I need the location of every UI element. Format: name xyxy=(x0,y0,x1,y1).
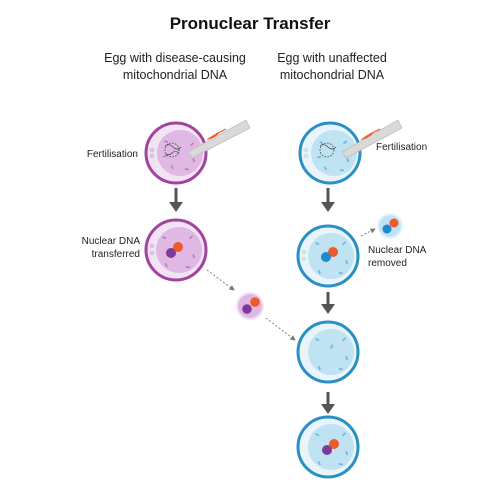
label-fertilisation-right: Fertilisation xyxy=(376,142,428,153)
reconstructed-egg xyxy=(296,415,360,479)
dotted-arrow-icon xyxy=(206,269,235,291)
removed-pronuclei xyxy=(377,213,403,239)
label-fertilisation-left: Fertilisation xyxy=(86,149,138,160)
pronucleus-female xyxy=(322,445,332,455)
arrow-down-icon xyxy=(169,188,183,212)
left-heading-line-1: Egg with disease-causing xyxy=(104,51,246,65)
arrow-down-icon xyxy=(321,188,335,212)
affected-egg-fertilisation xyxy=(144,119,251,185)
pronucleus-male xyxy=(329,439,339,449)
enucleated-egg xyxy=(296,320,360,384)
polar-body-icon xyxy=(149,243,155,256)
unaffected-egg-fertilisation xyxy=(298,119,403,185)
sperm-icon xyxy=(164,142,182,158)
pronucleus-female xyxy=(321,252,331,262)
affected-egg-pronuclei xyxy=(144,218,208,282)
polar-body-icon xyxy=(303,147,309,159)
arrow-down-icon xyxy=(321,392,335,414)
dotted-arrow-icon xyxy=(360,228,376,237)
pipette-icon xyxy=(341,119,403,159)
pronucleus-male xyxy=(173,242,183,252)
pronucleus-male xyxy=(328,247,338,257)
right-column-heading: Egg with unaffected mitochondrial DNA xyxy=(237,50,427,84)
unaffected-egg-pronuclei xyxy=(296,224,360,288)
page-title: Pronuclear Transfer xyxy=(169,14,331,33)
dotted-arrow-icon xyxy=(265,317,296,341)
label-nuclear-dna-transferred: Nuclear DNA transferred xyxy=(81,236,140,260)
right-heading-line-1: Egg with unaffected xyxy=(277,51,387,65)
polar-body-icon xyxy=(301,249,307,262)
pronucleus-female xyxy=(166,248,176,258)
left-column-heading: Egg with disease-causing mitochondrial D… xyxy=(80,50,270,84)
transferred-pronuclei xyxy=(236,292,264,320)
arrow-down-icon xyxy=(321,292,335,314)
left-heading-line-2: mitochondrial DNA xyxy=(122,68,228,82)
sperm-icon xyxy=(319,142,337,158)
label-nuclear-dna-removed: Nuclear DNA removed xyxy=(368,245,427,269)
right-heading-line-2: mitochondrial DNA xyxy=(279,68,385,82)
polar-body-icon xyxy=(149,147,155,159)
pipette-icon xyxy=(187,119,251,159)
